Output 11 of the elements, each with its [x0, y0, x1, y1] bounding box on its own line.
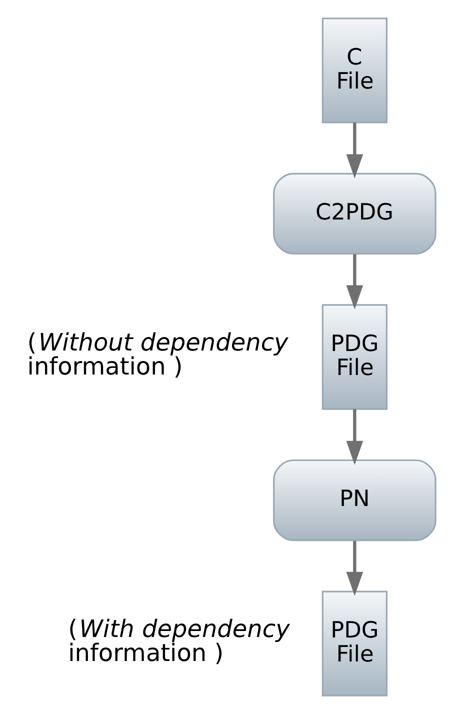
arrow [346, 254, 364, 309]
arrow [346, 540, 364, 596]
node-label: (Without dependency information ) [27, 328, 288, 380]
arrow [346, 408, 364, 464]
arrow [346, 122, 364, 178]
node-label: (With dependency information ) [68, 614, 290, 667]
node-box: PDG File [322, 590, 388, 696]
node-box: C2PDG [273, 172, 436, 254]
node-box: C File [322, 17, 388, 123]
node-box: PN [273, 458, 436, 541]
node-box: PDG File [322, 304, 388, 410]
